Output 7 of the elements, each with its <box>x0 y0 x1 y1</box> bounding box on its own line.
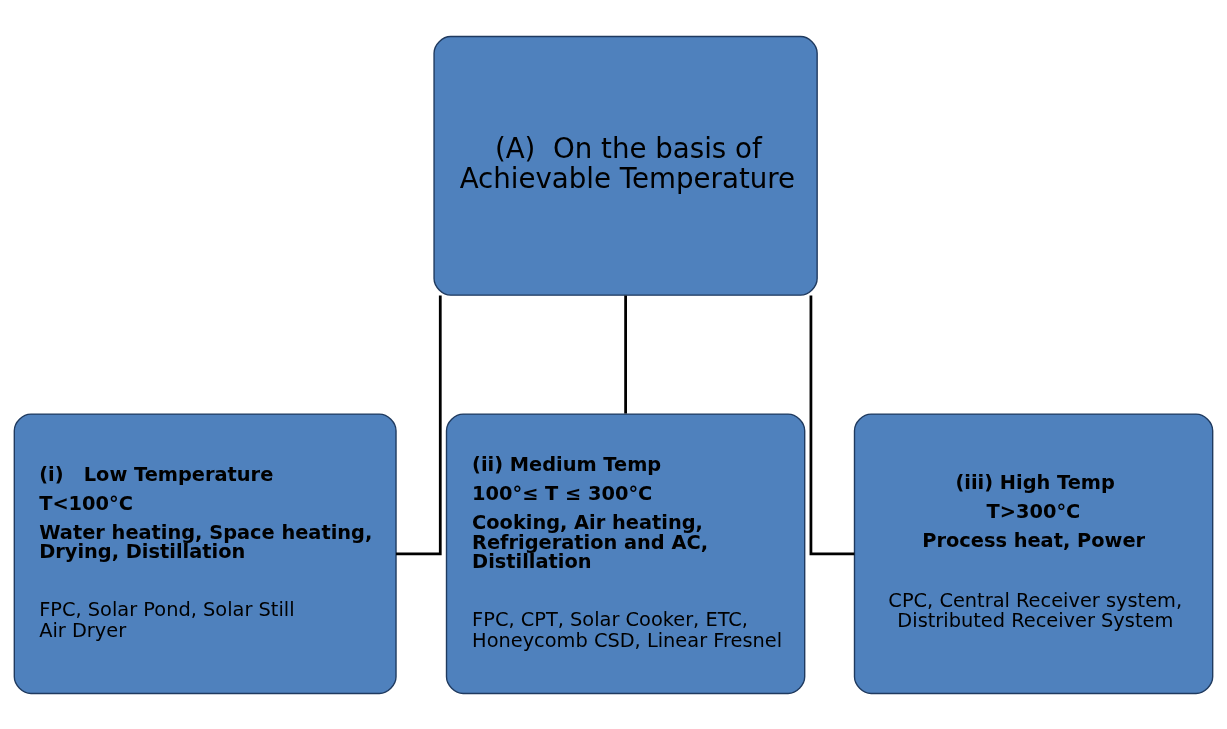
node-box: (ii) Medium Temp 100°≤ T ≤ 300°C Cooking, Air heating, Refrigeration and AC, Distillation FPC, CPT, Solar Cooker, ETC, Honeycomb CSD, Linear Fresnel <box>445 412 806 694</box>
node-box: (i) Low Temperature T<100°C Water heating, Space heating, Drying, Distillation FPC, Solar Pond, Solar Still Air Dryer <box>13 412 397 694</box>
connector <box>396 295 442 555</box>
connector <box>809 295 855 555</box>
node-box: (A) On the basis of Achievable Temperature <box>433 35 818 296</box>
connector <box>624 295 627 414</box>
node-box: (iii) High Temp T>300°C Process heat, Power CPC, Central Receiver system, Distributed Receiver System <box>853 412 1214 694</box>
